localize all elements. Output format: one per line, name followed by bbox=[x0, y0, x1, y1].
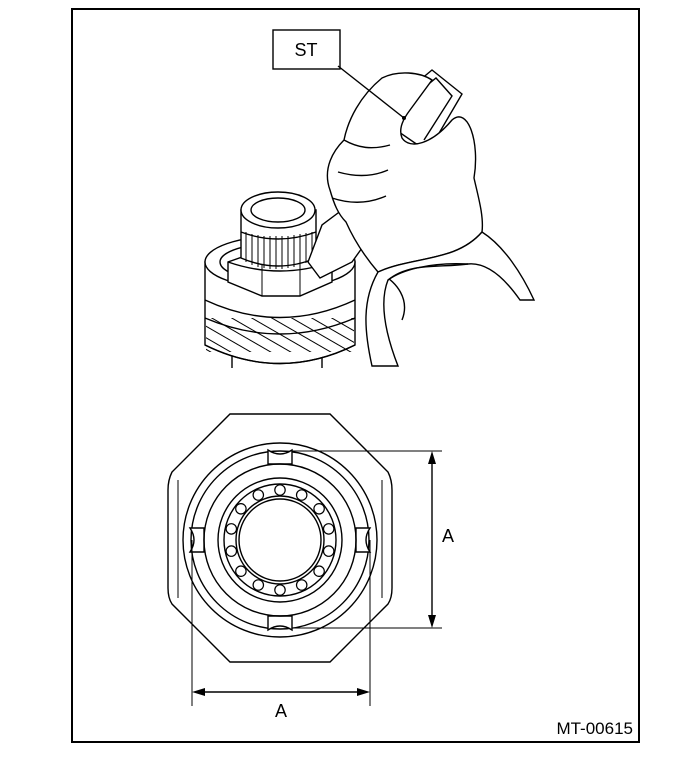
gloved-hand bbox=[326, 72, 536, 367]
bearing-balls bbox=[225, 484, 335, 596]
splined-sleeve bbox=[240, 191, 317, 269]
bearing-ball bbox=[274, 584, 286, 596]
bearing-ball bbox=[313, 565, 325, 577]
top-illustration: ST bbox=[204, 29, 536, 368]
bearing-ball bbox=[225, 523, 238, 535]
center-bore bbox=[238, 498, 322, 582]
bottom-top-view: A A bbox=[167, 413, 454, 721]
bearing-ball bbox=[295, 489, 308, 501]
nut-notches bbox=[188, 448, 372, 632]
dimension-horizontal: A bbox=[191, 540, 371, 721]
bearing-ball bbox=[235, 502, 247, 515]
inner-ring bbox=[203, 463, 357, 617]
dimension-vertical-label: A bbox=[442, 526, 454, 546]
bearing-ball bbox=[274, 484, 286, 496]
bearing-ball bbox=[252, 489, 265, 501]
bearing-ball bbox=[322, 523, 335, 535]
bearing-ball bbox=[295, 579, 308, 591]
bearing-race-outer bbox=[223, 483, 337, 597]
dimension-horizontal-label: A bbox=[275, 701, 287, 721]
outer-ring bbox=[182, 442, 378, 638]
figure-code: MT-00615 bbox=[556, 719, 633, 738]
dimension-vertical: A bbox=[292, 450, 454, 629]
bearing-ball bbox=[225, 545, 238, 557]
bearing-ball bbox=[313, 502, 325, 515]
bearing-ball bbox=[235, 565, 247, 577]
bearing-ball bbox=[322, 545, 335, 557]
st-callout: ST bbox=[272, 29, 406, 120]
bearing-race-inner bbox=[235, 495, 325, 585]
tool-label: ST bbox=[294, 40, 317, 60]
bearing-ball bbox=[252, 579, 265, 591]
